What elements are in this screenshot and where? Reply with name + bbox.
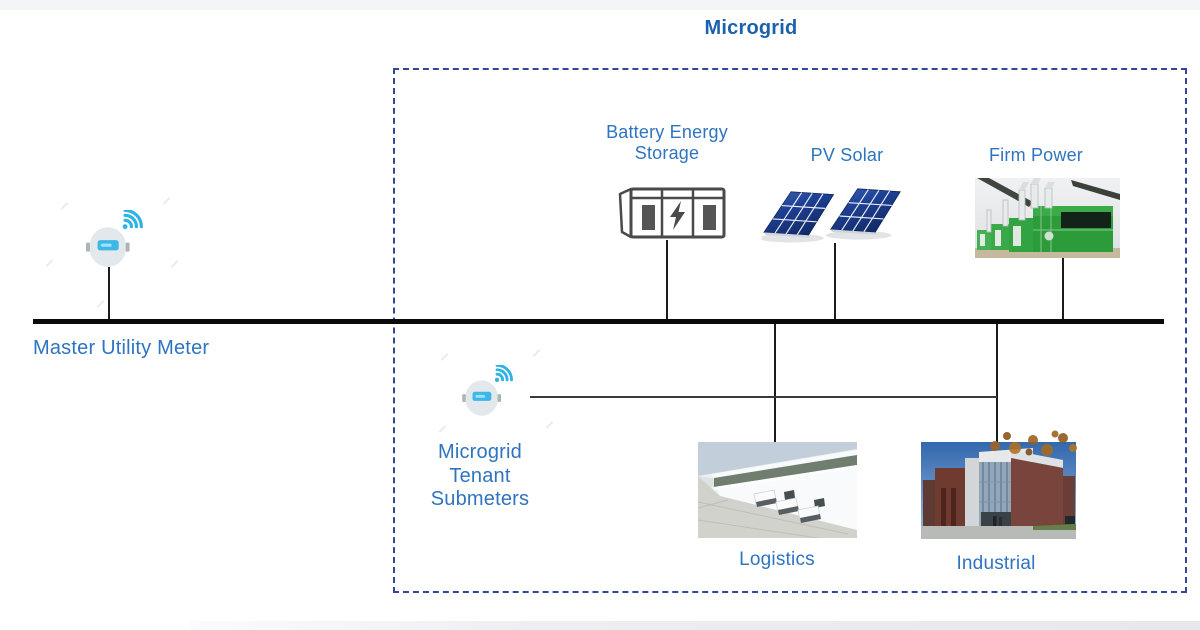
battery-cabinet-icon — [618, 187, 726, 239]
solar-panels-image — [762, 188, 901, 243]
microgrid-boundary-box — [393, 68, 1187, 593]
connector-submeters — [530, 396, 997, 398]
connector-battery — [666, 240, 668, 320]
watermark-mark — [162, 197, 171, 205]
connector-pv-solar — [834, 243, 836, 320]
master-meter-label: Master Utility Meter — [33, 337, 210, 359]
battery-label: Battery Energy Storage — [606, 122, 728, 163]
logistics-label: Logistics — [739, 549, 815, 570]
watermark-mark — [96, 300, 105, 308]
smart-meter-icon — [462, 365, 513, 416]
wifi-signal-icon — [494, 365, 513, 382]
watermark-mark — [170, 260, 179, 268]
generators-image — [975, 178, 1120, 258]
connector-industrial — [996, 324, 998, 443]
smart-meter-icon — [86, 210, 143, 267]
warehouse-image — [698, 442, 857, 538]
connector-logistics — [774, 324, 776, 443]
connector-master-meter — [108, 267, 110, 320]
watermark-mark — [60, 202, 69, 210]
diagram-title: Microgrid — [704, 17, 798, 39]
industrial-building-image — [921, 442, 1076, 539]
wifi-signal-icon — [122, 210, 143, 230]
pv-solar-label: PV Solar — [810, 145, 884, 165]
industrial-label: Industrial — [956, 553, 1036, 574]
connector-firm-power — [1062, 257, 1064, 320]
main-bus-line — [33, 319, 1164, 324]
bottom-band — [190, 621, 1200, 630]
watermark-mark — [45, 259, 54, 267]
autumn-leaves-decoration — [990, 430, 1077, 456]
lightning-bolt-icon — [670, 201, 685, 230]
submeters-label: Microgrid Tenant Submeters — [430, 441, 530, 510]
top-band — [0, 0, 1200, 10]
firm-power-label: Firm Power — [988, 145, 1083, 165]
